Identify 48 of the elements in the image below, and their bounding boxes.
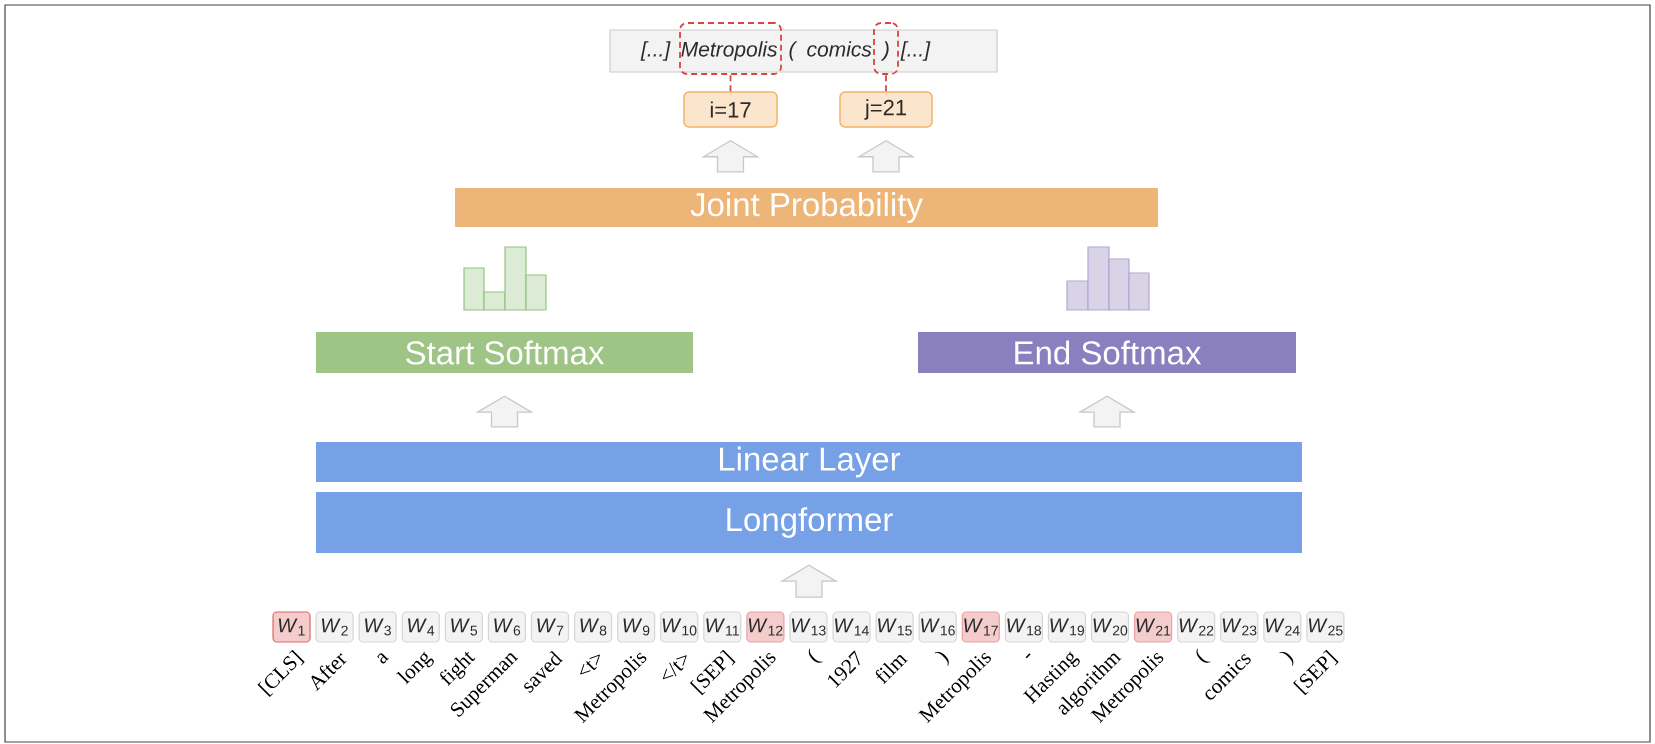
- layer-bar: Joint Probability: [455, 188, 1158, 227]
- token-box: W$_{5}$: [444, 611, 483, 643]
- token-box: W$_{14}$: [832, 611, 871, 643]
- block-arrow: [856, 140, 916, 173]
- index-box: i=17: [683, 91, 778, 128]
- block-arrow: [1077, 395, 1137, 428]
- token-box: W$_{20}$: [1090, 611, 1130, 643]
- token-box: W$_{8}$: [573, 611, 613, 643]
- token-box: W$_{6}$: [487, 611, 526, 643]
- token-box: W$_{21}$: [1134, 611, 1173, 643]
- dashed-highlight-box: [679, 22, 782, 75]
- token-box: W$_{11}$: [703, 611, 742, 643]
- token-box: W$_{12}$: [746, 611, 785, 643]
- leader-line: [729, 74, 732, 93]
- token-box: W$_{16}$: [918, 611, 957, 643]
- token-word: long: [396, 651, 434, 685]
- token-box: W$_{9}$: [617, 611, 656, 643]
- block-arrow: [475, 395, 534, 428]
- token-word: ): [1279, 652, 1294, 667]
- token-box: W$_{15}$: [875, 611, 914, 643]
- token-word: (: [808, 648, 823, 663]
- token-box: W$_{23}$: [1220, 611, 1259, 643]
- block-arrow: [779, 564, 839, 598]
- text-bar: [...] Metropolis ( comics ) [...]: [609, 29, 998, 73]
- token-box: W$_{25}$: [1306, 611, 1345, 643]
- token-box: W$_{13}$: [789, 611, 828, 643]
- token-box: W$_{19}$: [1047, 611, 1087, 643]
- token-word: </t>: [662, 655, 687, 680]
- token-box: W$_{24}$: [1263, 611, 1302, 643]
- token-box: W$_{7}$: [530, 611, 570, 643]
- token-box: W$_{1}$: [272, 611, 311, 643]
- layer-bar: Longformer: [316, 492, 1302, 553]
- token-box: W$_{2}$: [315, 611, 354, 643]
- token-box: W$_{22}$: [1177, 611, 1216, 643]
- token-box: W$_{17}$: [961, 611, 1000, 643]
- block-arrow: [701, 140, 760, 173]
- dashed-highlight-box: [873, 22, 899, 75]
- token-box: W$_{18}$: [1004, 611, 1043, 643]
- index-box: j=21: [839, 91, 933, 128]
- token-box: W$_{4}$: [401, 611, 440, 643]
- layer-bar: End Softmax: [918, 332, 1296, 373]
- token-word: film: [875, 655, 908, 685]
- token-word: a: [377, 653, 390, 664]
- token-box: W$_{3}$: [358, 611, 397, 643]
- layer-bar: Start Softmax: [316, 332, 693, 373]
- leader-line: [885, 74, 887, 93]
- layer-bar: Linear Layer: [316, 442, 1302, 482]
- token-box: W$_{10}$: [660, 611, 699, 643]
